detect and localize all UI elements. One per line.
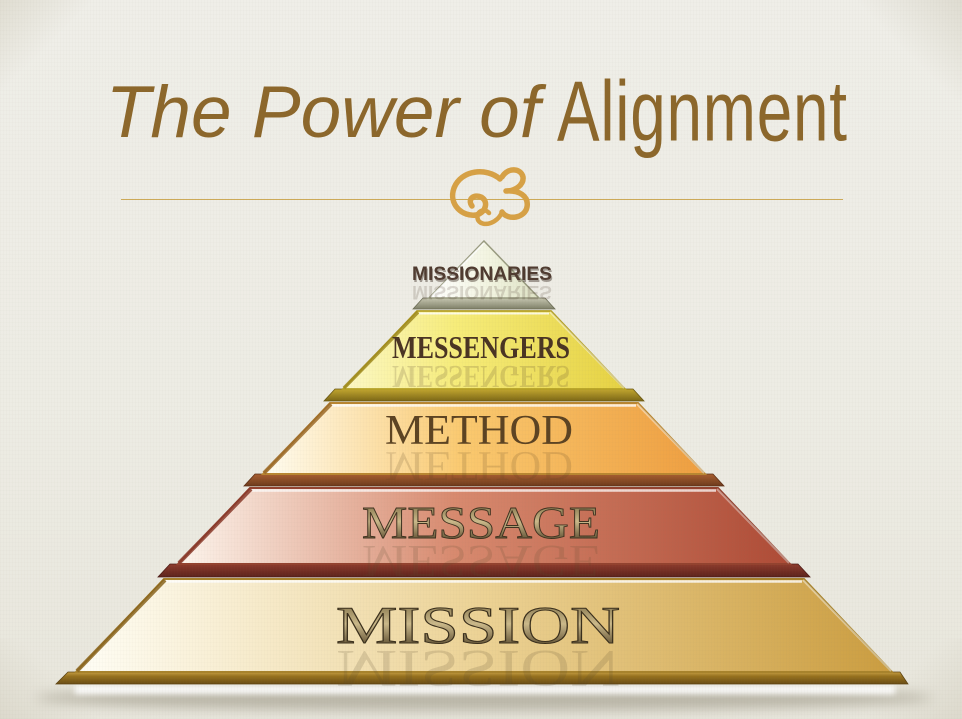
slide-title-emphasis: Alignment [557, 63, 848, 160]
method-label-reflection: METHOD [385, 442, 573, 488]
message-right-highlight [716, 488, 790, 564]
method-left-bevel [262, 402, 333, 475]
method-label: METHOD [385, 408, 573, 454]
missionaries-label-shadow: MISSIONARIES [413, 266, 553, 287]
missionaries-label-reflection: MISSIONARIES [412, 281, 552, 302]
pyramid-base-glow [75, 685, 895, 694]
messengers-label-reflection: MESSENGERS [392, 359, 570, 395]
mission-left-bevel [75, 578, 167, 673]
messengers-right-highlight [549, 311, 625, 389]
messengers-left-bevel [342, 310, 420, 390]
pyramid-level-missionaries [412, 239, 556, 310]
mission-label: MISSION [336, 597, 620, 655]
message-label-reflection: MESSAGE [362, 536, 600, 587]
pyramid-level-message [157, 487, 811, 578]
slide-title-prefix: The Power of [105, 72, 540, 153]
pyramid-level-messengers [323, 310, 645, 402]
mission-label-reflection: MISSION [336, 639, 620, 697]
pyramid-level-mission [55, 578, 909, 685]
mission-right-highlight [802, 579, 892, 672]
pyramid-level-method [243, 402, 725, 487]
missionaries-label: MISSIONARIES [412, 264, 552, 285]
method-right-highlight [636, 403, 705, 474]
messengers-label: MESSENGERS [392, 329, 570, 365]
flourish-ornament-icon [449, 167, 530, 227]
missionaries-left-highlight [430, 242, 485, 298]
message-label: MESSAGE [362, 497, 600, 548]
message-left-bevel [177, 487, 253, 565]
missionaries-triangle [427, 239, 541, 299]
